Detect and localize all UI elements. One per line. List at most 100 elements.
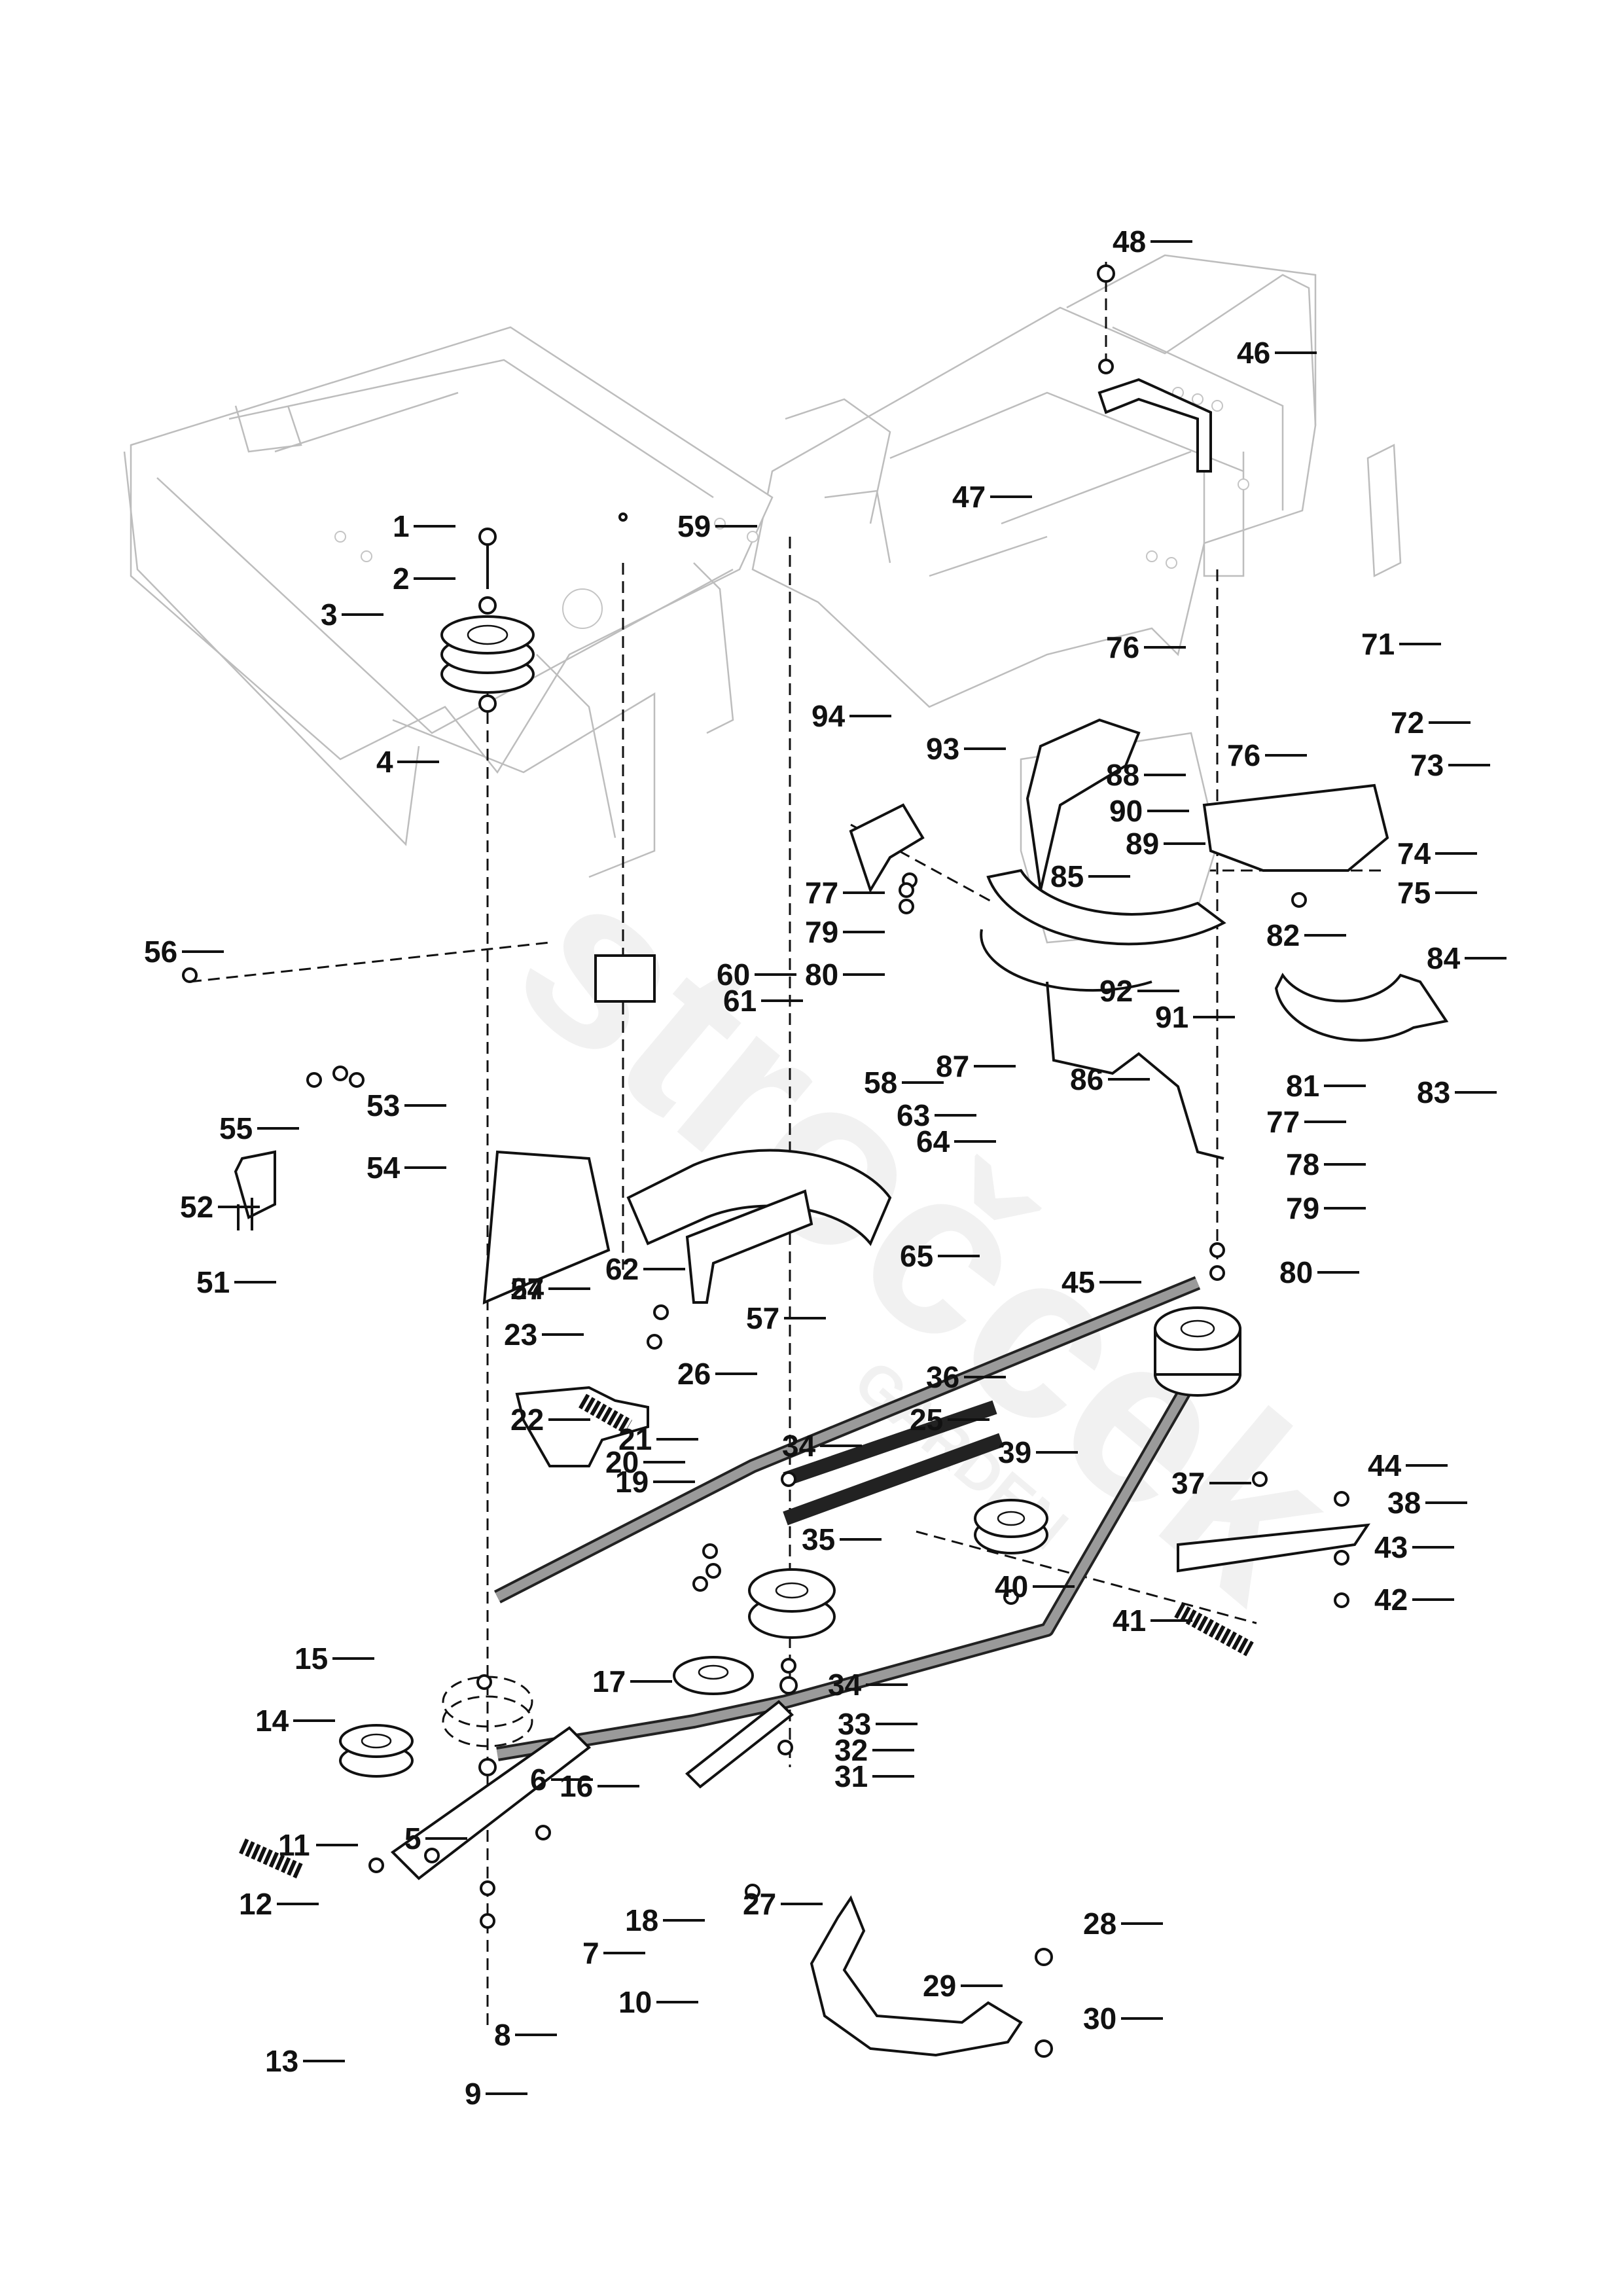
callout-40[interactable]: 40 — [995, 1570, 1028, 1604]
callout-90[interactable]: 90 — [1109, 794, 1143, 828]
callout-35[interactable]: 35 — [802, 1522, 835, 1556]
callout-25[interactable]: 25 — [910, 1403, 943, 1437]
callout-18[interactable]: 18 — [625, 1903, 658, 1937]
belt-guards — [482, 954, 1023, 2057]
callout-9[interactable]: 9 — [465, 2077, 482, 2111]
callout-57-lower[interactable]: 57 — [746, 1301, 779, 1335]
callout-79-left[interactable]: 79 — [805, 915, 838, 949]
callout-7[interactable]: 7 — [582, 1936, 599, 1970]
callout-65[interactable]: 65 — [900, 1239, 933, 1273]
callout-11[interactable]: 11 — [278, 1828, 310, 1862]
callout-31[interactable]: 31 — [834, 1759, 868, 1793]
callout-2[interactable]: 2 — [393, 562, 410, 596]
callout-92[interactable]: 92 — [1099, 974, 1133, 1008]
callout-87[interactable]: 87 — [936, 1049, 969, 1083]
callout-29[interactable]: 29 — [923, 1969, 956, 2003]
callout-30[interactable]: 30 — [1083, 2001, 1116, 2036]
callout-62[interactable]: 62 — [605, 1252, 639, 1286]
callout-41[interactable]: 41 — [1113, 1604, 1146, 1638]
callout-80-right[interactable]: 80 — [1279, 1255, 1313, 1289]
callout-13[interactable]: 13 — [265, 2044, 298, 2078]
callout-44[interactable]: 44 — [1368, 1448, 1402, 1482]
callout-56[interactable]: 56 — [144, 935, 177, 969]
callout-24[interactable]: 24 — [510, 1272, 544, 1306]
callout-36[interactable]: 36 — [926, 1360, 959, 1394]
callout-73[interactable]: 73 — [1410, 748, 1444, 782]
callout-52[interactable]: 52 — [180, 1190, 213, 1224]
callout-32[interactable]: 32 — [834, 1733, 868, 1767]
callout-20[interactable]: 20 — [605, 1445, 639, 1479]
callout-53[interactable]: 53 — [366, 1088, 400, 1122]
callout-43[interactable]: 43 — [1374, 1530, 1408, 1564]
pulley-39 — [974, 1499, 1048, 1554]
callout-21[interactable]: 21 — [618, 1422, 652, 1456]
callout-93[interactable]: 93 — [926, 732, 959, 766]
callout-17[interactable]: 17 — [592, 1664, 626, 1698]
callout-72[interactable]: 72 — [1391, 706, 1424, 740]
callout-19[interactable]: 19 — [615, 1465, 649, 1499]
callout-6[interactable]: 6 — [530, 1763, 547, 1797]
callout-77-left[interactable]: 77 — [805, 876, 838, 910]
callout-81[interactable]: 81 — [1286, 1069, 1319, 1103]
callout-83[interactable]: 83 — [1417, 1075, 1450, 1109]
callout-82[interactable]: 82 — [1266, 918, 1300, 952]
callout-91[interactable]: 91 — [1155, 1000, 1188, 1034]
callout-45[interactable]: 45 — [1061, 1265, 1095, 1299]
callout-15[interactable]: 15 — [294, 1641, 328, 1676]
callout-12[interactable]: 12 — [239, 1887, 272, 1921]
callout-42[interactable]: 42 — [1374, 1583, 1408, 1617]
callout-37[interactable]: 37 — [1171, 1466, 1205, 1500]
callout-22[interactable]: 22 — [510, 1403, 544, 1437]
levers — [390, 378, 1371, 1880]
callout-3[interactable]: 3 — [321, 598, 338, 632]
pulley-3 — [440, 615, 535, 694]
callout-78[interactable]: 78 — [1286, 1147, 1319, 1181]
callout-4[interactable]: 4 — [376, 745, 393, 779]
callout-14[interactable]: 14 — [255, 1704, 289, 1738]
callout-28[interactable]: 28 — [1083, 1907, 1116, 1941]
callout-61[interactable]: 61 — [723, 984, 757, 1018]
callout-60[interactable]: 60 — [717, 958, 750, 992]
callout-16[interactable]: 16 — [560, 1769, 593, 1803]
callout-76-left[interactable]: 76 — [1106, 630, 1139, 664]
callout-8[interactable]: 8 — [494, 2018, 511, 2052]
callout-86[interactable]: 86 — [1070, 1062, 1103, 1096]
callout-26[interactable]: 26 — [677, 1357, 711, 1391]
callout-79-right[interactable]: 79 — [1286, 1191, 1319, 1225]
callout-77-right[interactable]: 77 — [1266, 1105, 1300, 1139]
callout-1[interactable]: 1 — [393, 509, 410, 543]
callout-54[interactable]: 54 — [366, 1151, 401, 1185]
callout-23[interactable]: 23 — [504, 1318, 537, 1352]
callout-71[interactable]: 71 — [1361, 627, 1395, 661]
callout-59[interactable]: 59 — [677, 509, 711, 543]
callout-89[interactable]: 89 — [1126, 827, 1159, 861]
callout-47[interactable]: 47 — [952, 480, 986, 514]
callout-63[interactable]: 63 — [897, 1098, 930, 1132]
callout-46[interactable]: 46 — [1237, 336, 1270, 370]
callout-38[interactable]: 38 — [1387, 1486, 1421, 1520]
callout-10[interactable]: 10 — [618, 1985, 652, 2019]
callout-80-left[interactable]: 80 — [805, 958, 838, 992]
callout-84[interactable]: 84 — [1427, 941, 1461, 975]
callout-85[interactable]: 85 — [1050, 859, 1084, 893]
callout-76-right[interactable]: 76 — [1227, 738, 1260, 772]
callout-48[interactable]: 48 — [1113, 224, 1146, 259]
transmission-assembly — [849, 718, 1449, 1160]
callout-39[interactable]: 39 — [998, 1435, 1031, 1469]
callout-34-lower[interactable]: 34 — [828, 1668, 862, 1702]
callout-64[interactable]: 64 — [916, 1124, 950, 1158]
callout-55[interactable]: 55 — [219, 1111, 253, 1145]
callout-34-upper[interactable]: 34 — [782, 1429, 816, 1463]
callout-27[interactable]: 27 — [743, 1887, 776, 1921]
leader-lines — [182, 240, 1507, 2095]
callout-74[interactable]: 74 — [1397, 836, 1431, 870]
callout-75[interactable]: 75 — [1397, 876, 1431, 910]
callout-5[interactable]: 5 — [404, 1821, 421, 1856]
callout-57-upper[interactable]: 57 — [510, 1272, 544, 1306]
callout-33[interactable]: 33 — [838, 1707, 871, 1741]
callout-51[interactable]: 51 — [196, 1265, 230, 1299]
callout-58[interactable]: 58 — [864, 1066, 897, 1100]
fasteners — [182, 264, 1349, 2058]
callout-94[interactable]: 94 — [812, 699, 846, 733]
callout-88[interactable]: 88 — [1106, 758, 1139, 792]
